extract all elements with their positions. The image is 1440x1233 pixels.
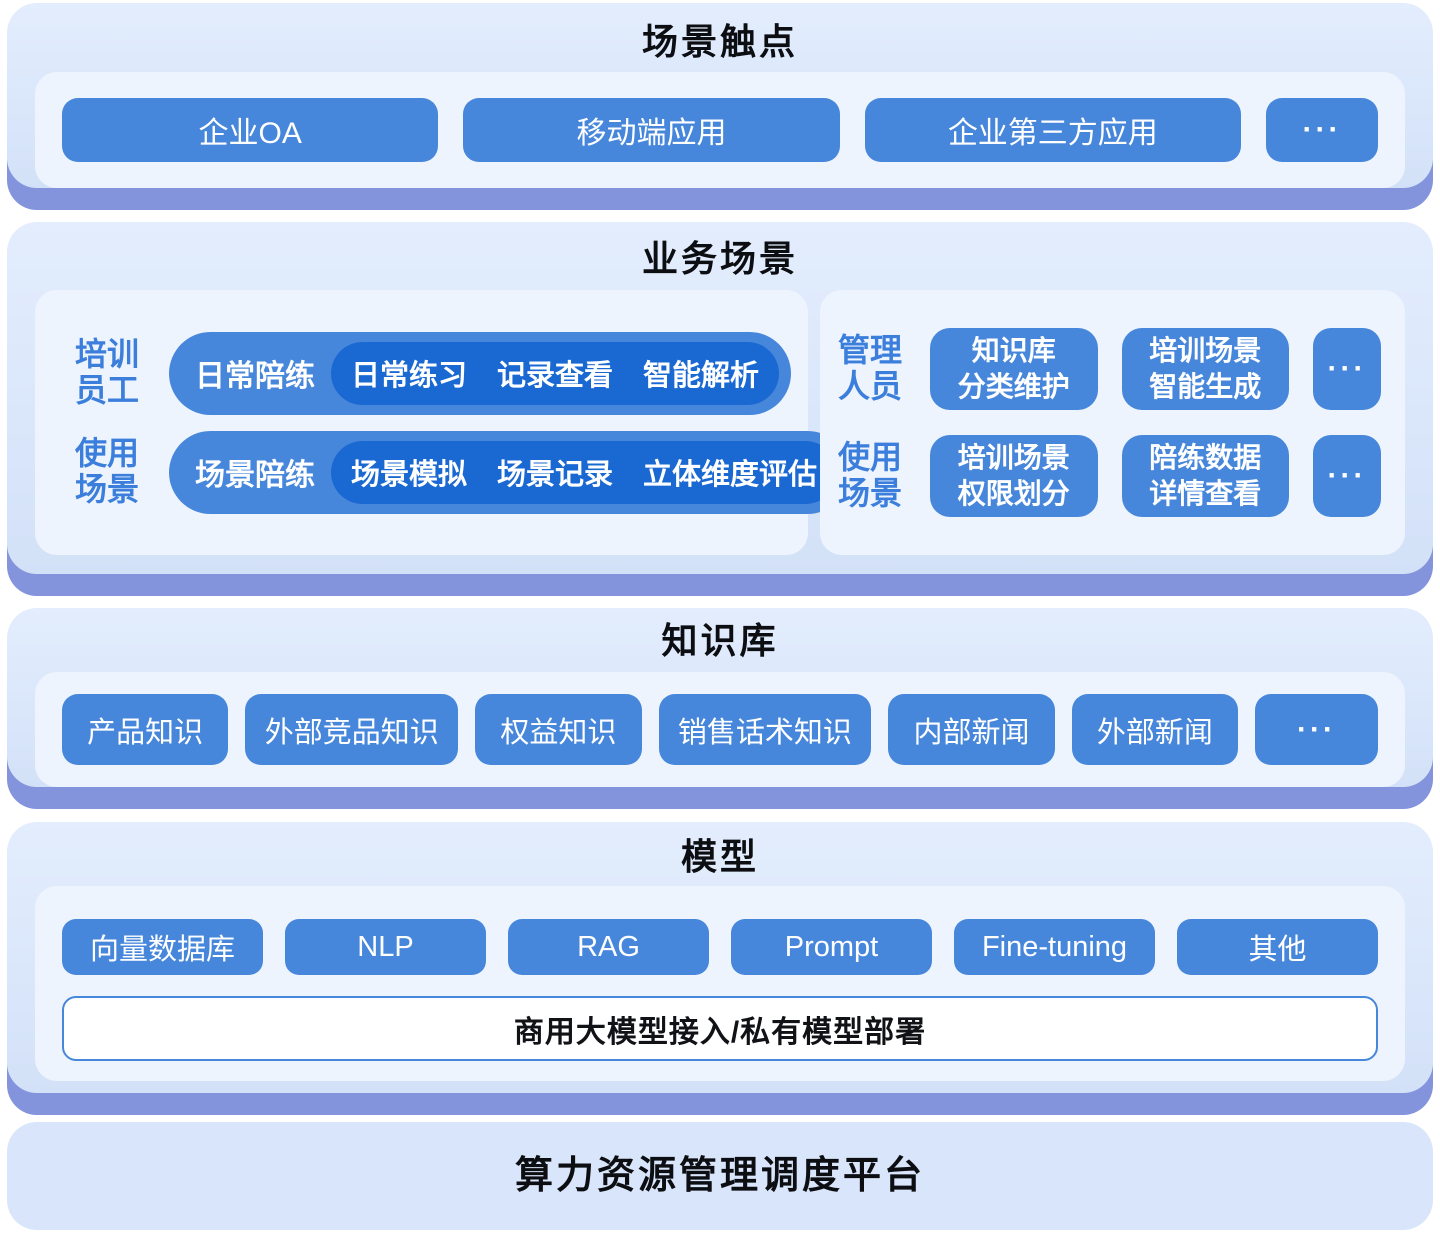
model-title: 模型	[680, 836, 759, 877]
kb-button-sales-script-knowledge[interactable]: 销售话术知识	[658, 694, 872, 765]
knowledge-more-button[interactable]: ···	[1255, 694, 1378, 765]
training-scene-autogen-button[interactable]: 培训场景 智能生成	[1121, 328, 1289, 410]
kb-button-internal-news[interactable]: 内部新闻	[888, 694, 1055, 765]
knowledge-title: 知识库	[661, 620, 779, 661]
admin-row-2-label: 使用 场景	[838, 439, 903, 511]
model-button-vector-db[interactable]: 向量数据库	[62, 919, 263, 975]
touchpoints-band: 场景触点 企业OA 移动端应用 企业第三方应用 ···	[7, 3, 1433, 210]
model-panel: 向量数据库 NLP RAG Prompt Fine-tuning 其他 商用大模…	[35, 886, 1405, 1081]
scene-practice-pill-label: 场景陪练	[195, 459, 315, 492]
knowledge-panel: 产品知识 外部竞品知识 权益知识 销售话术知识 内部新闻 外部新闻 ···	[35, 672, 1405, 787]
daily-practice-pill[interactable]: 日常陪练 日常练习 记录查看 智能解析	[169, 331, 792, 415]
kb-button-competitor-knowledge[interactable]: 外部竞品知识	[245, 694, 459, 765]
kb-button-external-news[interactable]: 外部新闻	[1071, 694, 1238, 765]
kb-button-product-knowledge[interactable]: 产品知识	[62, 694, 229, 765]
daily-practice-pill-label: 日常陪练	[195, 360, 315, 393]
daily-practice-item[interactable]: 日常练习	[351, 360, 468, 392]
daily-practice-item[interactable]: 智能解析	[643, 360, 760, 392]
model-button-prompt[interactable]: Prompt	[731, 919, 932, 975]
model-band: 模型 向量数据库 NLP RAG Prompt Fine-tuning 其他 商…	[7, 822, 1433, 1115]
business-band: 业务场景 培训 员工 日常陪练 日常练习 记录查看 智能解析	[7, 222, 1433, 596]
scene-practice-item[interactable]: 场景记录	[497, 459, 614, 491]
training-scene-permission-button[interactable]: 培训场景 权限划分	[930, 435, 1098, 517]
touchpoint-button-third-party-app[interactable]: 企业第三方应用	[864, 98, 1241, 162]
scene-practice-item[interactable]: 立体维度评估	[643, 459, 818, 491]
platform-band: 算力资源管理调度平台	[7, 1122, 1433, 1230]
scene-practice-items: 场景模拟 场景记录 立体维度评估	[331, 440, 838, 504]
daily-practice-items: 日常练习 记录查看 智能解析	[331, 341, 780, 405]
trainee-row-daily: 培训 员工 日常陪练 日常练习 记录查看 智能解析	[75, 331, 792, 415]
trainee-row-daily-label: 培训 员工	[75, 336, 140, 408]
admin-scenarios-panel: 管理 人员 知识库 分类维护 培训场景 智能生成 ··· 使用	[820, 290, 1405, 555]
scene-practice-item[interactable]: 场景模拟	[351, 459, 468, 491]
trainee-row-scene-label: 使用 场景	[75, 435, 140, 507]
kb-button-rights-knowledge[interactable]: 权益知识	[475, 694, 642, 765]
scene-practice-pill[interactable]: 场景陪练 场景模拟 场景记录 立体维度评估	[169, 430, 850, 514]
touchpoint-button-mobile-app[interactable]: 移动端应用	[463, 98, 840, 162]
admin-row-2-more-button[interactable]: ···	[1313, 435, 1381, 517]
admin-row-1: 管理 人员 知识库 分类维护 培训场景 智能生成 ···	[838, 328, 1381, 410]
admin-row-2: 使用 场景 培训场景 权限划分 陪练数据 详情查看 ···	[838, 435, 1381, 517]
practice-data-detail-button[interactable]: 陪练数据 详情查看	[1121, 435, 1289, 517]
model-button-rag[interactable]: RAG	[508, 919, 709, 975]
model-access-bar: 商用大模型接入/私有模型部署	[62, 996, 1378, 1061]
business-panels: 培训 员工 日常陪练 日常练习 记录查看 智能解析 使用	[35, 290, 1405, 555]
touchpoints-band-face: 场景触点 企业OA 移动端应用 企业第三方应用 ···	[7, 3, 1433, 188]
touchpoints-more-button[interactable]: ···	[1265, 98, 1378, 162]
kb-category-maintain-button[interactable]: 知识库 分类维护	[930, 328, 1098, 410]
platform-title: 算力资源管理调度平台	[514, 1155, 925, 1197]
touchpoints-panel: 企业OA 移动端应用 企业第三方应用 ···	[35, 72, 1405, 188]
touchpoints-title: 场景触点	[641, 21, 798, 62]
business-band-face: 业务场景 培训 员工 日常陪练 日常练习 记录查看 智能解析	[7, 222, 1433, 574]
knowledge-band-face: 知识库 产品知识 外部竞品知识 权益知识 销售话术知识 内部新闻 外部新闻 ··…	[7, 608, 1433, 787]
admin-row-1-more-button[interactable]: ···	[1313, 328, 1381, 410]
knowledge-band: 知识库 产品知识 外部竞品知识 权益知识 销售话术知识 内部新闻 外部新闻 ··…	[7, 608, 1433, 809]
touchpoint-button-enterprise-oa[interactable]: 企业OA	[62, 98, 439, 162]
admin-row-1-label: 管理 人员	[838, 332, 903, 404]
model-button-nlp[interactable]: NLP	[285, 919, 486, 975]
model-button-other[interactable]: 其他	[1177, 919, 1378, 975]
trainee-row-scene: 使用 场景 场景陪练 场景模拟 场景记录 立体维度评估	[75, 430, 850, 514]
trainee-scenarios-panel: 培训 员工 日常陪练 日常练习 记录查看 智能解析 使用	[35, 290, 850, 555]
model-button-fine-tuning[interactable]: Fine-tuning	[954, 919, 1155, 975]
platform-band-face: 算力资源管理调度平台	[7, 1122, 1433, 1230]
model-buttons-row: 向量数据库 NLP RAG Prompt Fine-tuning 其他	[62, 919, 1378, 975]
model-band-face: 模型 向量数据库 NLP RAG Prompt Fine-tuning 其他 商…	[7, 822, 1433, 1093]
daily-practice-item[interactable]: 记录查看	[497, 360, 614, 392]
business-title: 业务场景	[641, 238, 798, 279]
